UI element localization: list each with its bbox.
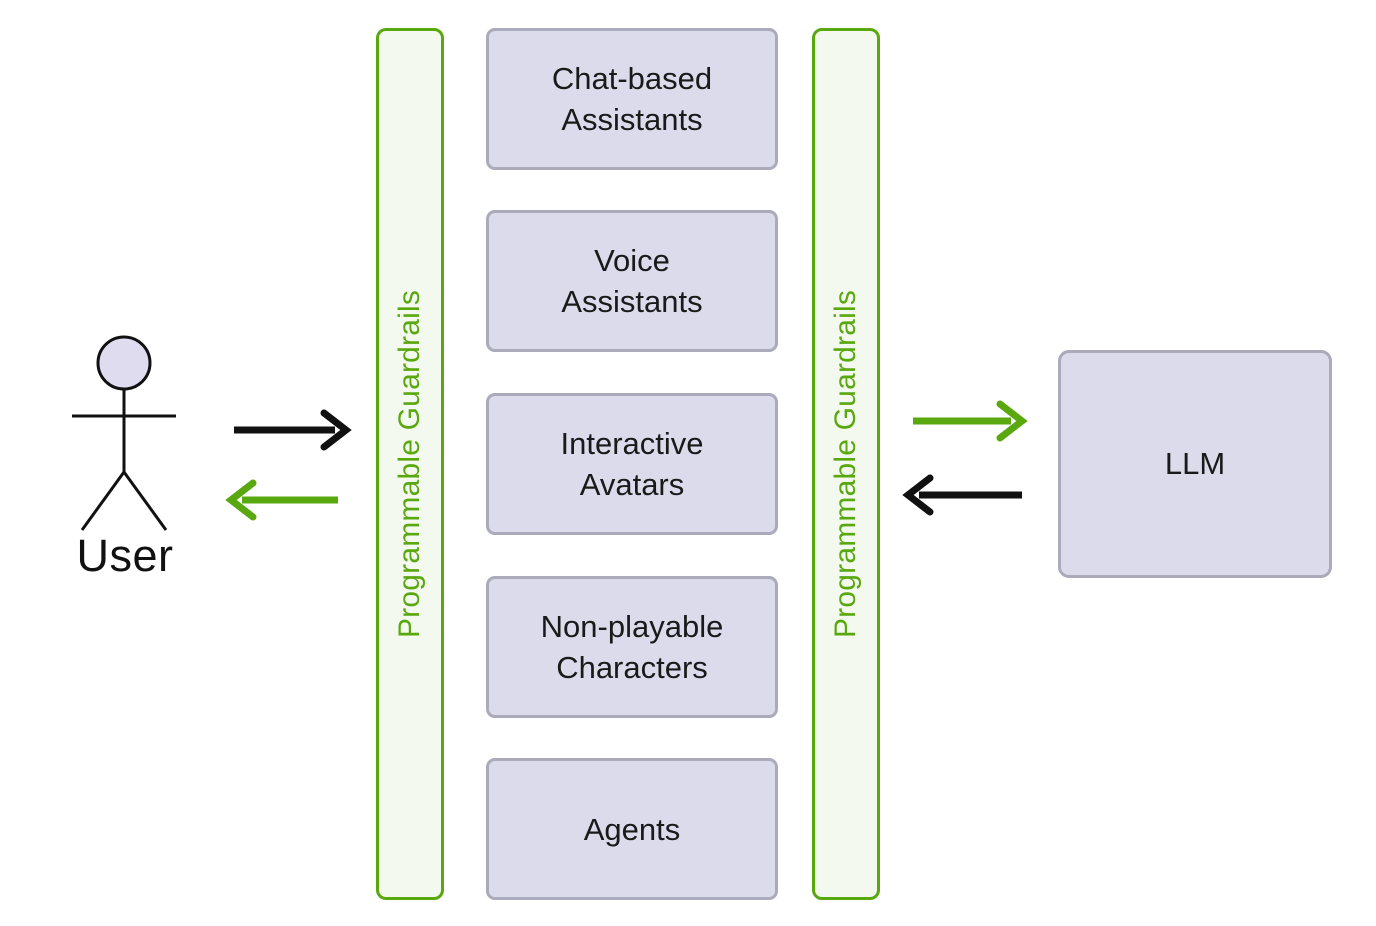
channel-label-line1: Voice [594,243,670,278]
guardrail-left-label: Programmable Guardrails [393,289,426,639]
channel-label-line1: Chat-based [551,61,713,96]
arrow-user-to-guardrail [234,409,352,451]
channel-label-line2: Characters [556,650,708,685]
user-label: User [76,530,174,581]
channel-label: Non-playable Characters [541,606,724,688]
guardrail-column-right[interactable]: Programmable Guardrails [812,28,880,900]
channel-label: Interactive Avatars [560,423,703,505]
channel-label-line2: Assistants [561,284,703,319]
channel-label: Chat-based Assistants [552,58,712,140]
arrow-guardrail-to-user [225,479,338,521]
channel-label-line2: Avatars [579,467,685,502]
channel-label-line1: Interactive [560,426,704,461]
channel-label-line1: Agents [583,811,681,847]
llm-label: LLM [1164,446,1226,481]
channel-box-interactive-avatars[interactable]: Interactive Avatars [486,393,778,535]
channel-label-line1: Non-playable [540,609,724,644]
channel-label: Agents [584,809,681,850]
guardrail-right-label: Programmable Guardrails [829,289,862,639]
channel-box-agents[interactable]: Agents [486,758,778,900]
user-actor: User [60,330,190,600]
channel-box-voice-assistants[interactable]: Voice Assistants [486,210,778,352]
stick-figure-person-icon [72,335,176,531]
llm-box[interactable]: LLM [1058,350,1332,578]
channel-box-chat-based-assistants[interactable]: Chat-based Assistants [486,28,778,170]
channel-label: Voice Assistants [561,240,702,322]
channel-label-line2: Assistants [561,102,703,137]
arrow-guardrail-to-llm [913,400,1028,442]
channel-box-non-playable-characters[interactable]: Non-playable Characters [486,576,778,718]
guardrail-column-left[interactable]: Programmable Guardrails [376,28,444,900]
arrow-llm-to-guardrail [902,474,1022,516]
